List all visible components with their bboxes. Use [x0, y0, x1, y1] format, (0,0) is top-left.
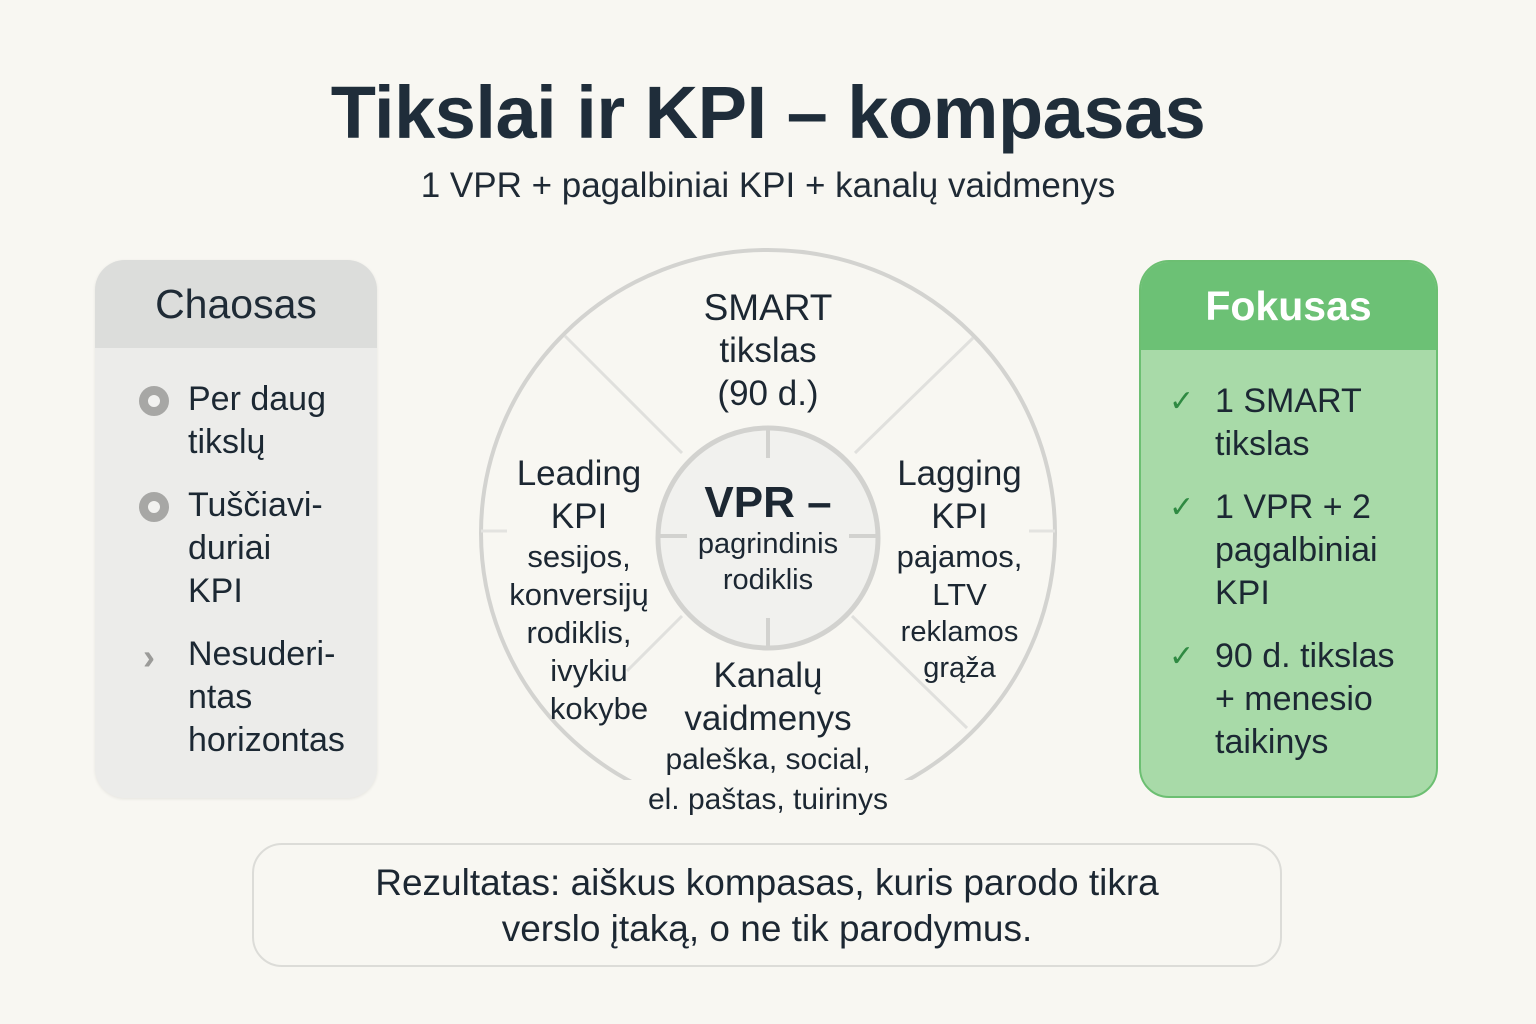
list-item: Per daug tikslų: [95, 378, 377, 464]
segment-text: sesijos,: [527, 539, 631, 574]
result-text: Rezultatas: aiškus kompasas, kuris parod…: [375, 862, 1159, 903]
item-text: pagalbiniai: [1215, 531, 1378, 569]
result-text: verslo įtaką, o ne tik parodymus.: [501, 908, 1033, 949]
chaos-list: Per daug tikslų Tuščiavi- duriai KPI › N…: [95, 348, 377, 762]
segment-title: Lagging: [897, 454, 1022, 493]
segment-text: el. paštas, tuirinys: [618, 780, 918, 820]
item-text: KPI: [1215, 574, 1270, 612]
focus-list: ✓ 1 SMART tikslas ✓ 1 VPR + 2 pagalbinia…: [1141, 350, 1436, 764]
item-text: 1 SMART: [1215, 382, 1362, 420]
checkmark-icon: ✓: [1169, 491, 1195, 524]
kpi-compass: SMART tikslas (90 d.) VPR – pagrindinis …: [477, 248, 1059, 820]
list-item: ✓ 1 SMART tikslas: [1141, 380, 1436, 466]
item-text: taikinys: [1215, 723, 1329, 761]
segment-text: grąža: [923, 652, 996, 684]
segment-title: Leading: [516, 454, 642, 493]
segment-text: reklamos: [900, 616, 1019, 648]
item-text: tikslų: [188, 423, 266, 461]
segment-text: konversijų: [509, 577, 649, 612]
vpr-center: VPR – pagrindinis rodiklis: [658, 480, 878, 598]
page-subtitle: 1 VPR + pagalbiniai KPI + kanalų vaidmen…: [420, 166, 1116, 205]
inner-ring: [655, 425, 881, 651]
channel-roles-segment: Kanalų vaidmenys paleška, social, el. pa…: [618, 654, 918, 820]
focus-panel: Fokusas ✓ 1 SMART tikslas ✓ 1 VPR + 2 pa…: [1139, 260, 1438, 798]
ring-bullet-icon: [139, 386, 169, 416]
segment-text: pajamos,: [896, 539, 1023, 574]
item-text: horizontas: [188, 721, 345, 759]
item-text: KPI: [188, 572, 243, 610]
segment-text: ivykiu: [550, 653, 628, 688]
chaos-panel-title: Chaosas: [95, 260, 377, 348]
segment-text: LTV: [932, 577, 987, 612]
item-text: duriai: [188, 529, 272, 567]
result-box: Rezultatas: aiškus kompasas, kuris parod…: [252, 843, 1282, 967]
checkmark-icon: ✓: [1169, 640, 1195, 673]
list-item: ✓ 1 VPR + 2 pagalbiniai KPI: [1141, 486, 1436, 615]
list-item: ✓ 90 d. tikslas + menesio taikinys: [1141, 635, 1436, 764]
leading-kpi-segment: Leading KPI sesijos, konversijų rodiklis…: [489, 452, 669, 728]
segment-text: rodiklis,: [526, 615, 632, 650]
list-item: Tuščiavi- duriai KPI: [95, 484, 377, 613]
item-text: 90 d. tikslas: [1215, 637, 1395, 675]
segment-text: tikslas: [719, 331, 817, 370]
item-text: Per daug: [188, 380, 326, 418]
item-text: + menesio: [1215, 680, 1373, 718]
focus-panel-title: Fokusas: [1141, 262, 1436, 350]
item-text: Nesuderi-: [188, 635, 336, 673]
lagging-kpi-segment: Lagging KPI pajamos, LTV reklamos grąža: [877, 452, 1042, 686]
segment-text: paleška, social,: [665, 743, 871, 776]
segment-title: vaidmenys: [684, 699, 852, 738]
center-text: rodiklis: [722, 564, 814, 596]
segment-title: KPI: [931, 497, 988, 536]
item-text: tikslas: [1215, 425, 1310, 463]
checkmark-icon: ✓: [1169, 385, 1195, 418]
page-title: Tikslai ir KPI – kompasas: [330, 71, 1206, 154]
item-text: ntas: [188, 678, 253, 716]
chaos-panel: Chaosas Per daug tikslų Tuščiavi- duriai…: [95, 260, 377, 798]
segment-text: (90 d.): [717, 374, 819, 413]
segment-title: Kanalų: [713, 656, 823, 695]
segment-text: kokybe: [549, 691, 649, 726]
item-text: Tuščiavi-: [188, 486, 323, 524]
item-text: 1 VPR + 2: [1215, 488, 1371, 526]
smart-goal-segment: SMART tikslas (90 d.): [668, 286, 868, 415]
list-item: › Nesuderi- ntas horizontas: [95, 633, 377, 762]
center-text: pagrindinis: [697, 528, 839, 560]
ring-bullet-icon: [139, 492, 169, 522]
center-title: VPR –: [704, 478, 832, 527]
segment-title: SMART: [703, 287, 833, 328]
chevron-right-icon: ›: [143, 636, 155, 677]
segment-title: KPI: [550, 497, 608, 536]
